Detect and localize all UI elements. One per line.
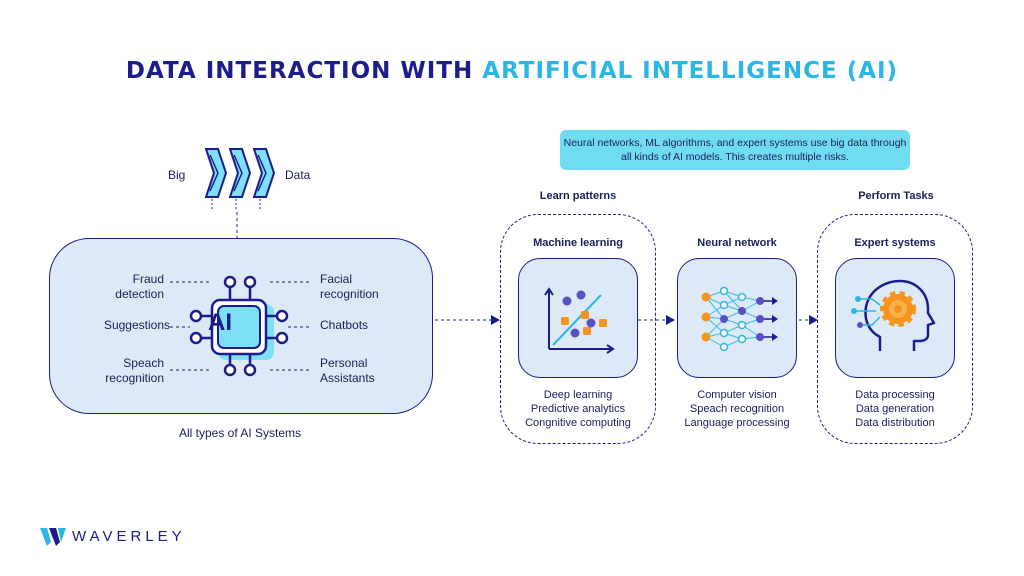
perform-tasks-group bbox=[817, 214, 973, 444]
expert-systems-list: Data processing Data generation Data dis… bbox=[820, 388, 970, 430]
head-gear-icon bbox=[851, 279, 936, 351]
ml-item-1: Deep learning bbox=[543, 389, 613, 401]
data-label: Data bbox=[285, 168, 311, 182]
machine-learning-card bbox=[518, 258, 638, 378]
page-title: DATA INTERACTION WITH ARTIFICIAL INTELLI… bbox=[0, 58, 1024, 84]
expert-systems-card bbox=[835, 258, 955, 378]
waverley-logo-icon bbox=[40, 528, 66, 546]
perform-tasks-header: Perform Tasks bbox=[858, 190, 934, 202]
neural-network-card bbox=[677, 258, 797, 378]
learn-patterns-group bbox=[500, 214, 656, 444]
nn-item-1: Computer vision bbox=[697, 389, 777, 401]
risk-note: Neural networks, ML algorithms, and expe… bbox=[560, 130, 910, 170]
facial-recognition-label: Facial recognition bbox=[320, 272, 379, 301]
neural-network-title: Neural network bbox=[697, 237, 777, 249]
chatbots-label: Chatbots bbox=[320, 318, 369, 332]
title-part2: ARTIFICIAL INTELLIGENCE (AI) bbox=[482, 58, 899, 84]
nn-item-3: Language processing bbox=[684, 417, 790, 429]
big-data-icon bbox=[204, 148, 276, 211]
personal-assistants-label: Personal Assistants bbox=[320, 356, 375, 385]
ml-item-2: Predictive analytics bbox=[530, 403, 626, 415]
es-item-1: Data processing bbox=[855, 389, 935, 401]
title-part1: DATA INTERACTION WITH bbox=[125, 58, 474, 84]
machine-learning-title: Machine learning bbox=[533, 237, 623, 249]
connector-big-data bbox=[236, 212, 238, 238]
neural-network-list: Computer vision Speach recognition Langu… bbox=[662, 388, 812, 430]
speach-recognition-label: Speach recognition bbox=[105, 356, 164, 385]
big-label: Big bbox=[168, 168, 186, 182]
waverley-logo-text: WAVERLEY bbox=[72, 528, 186, 545]
ai-chip-icon bbox=[170, 275, 310, 377]
flow-arrows bbox=[435, 315, 818, 325]
suggestions-label: Suggestions bbox=[103, 318, 170, 332]
nn-item-2: Speach recognition bbox=[689, 403, 785, 415]
ml-item-3: Congnitive computing bbox=[525, 417, 631, 429]
neural-network-icon bbox=[701, 286, 778, 352]
es-item-2: Data generation bbox=[855, 403, 935, 415]
es-item-3: Data distribution bbox=[855, 417, 935, 429]
expert-systems-title: Expert systems bbox=[854, 237, 936, 249]
fraud-detection-label: Fraud detection bbox=[115, 272, 164, 301]
scatter-chart-icon bbox=[544, 287, 615, 354]
machine-learning-list: Deep learning Predictive analytics Congn… bbox=[503, 388, 653, 430]
learn-patterns-header: Learn patterns bbox=[539, 190, 617, 202]
ai-panel-caption: All types of AI Systems bbox=[178, 426, 302, 440]
ai-chip-label: AI bbox=[208, 309, 232, 336]
